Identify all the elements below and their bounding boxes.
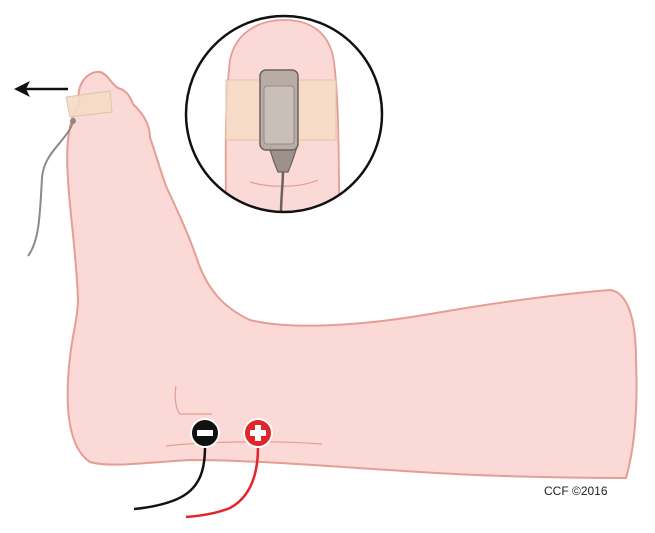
positive-electrode-wire <box>185 446 260 519</box>
toe-inset <box>186 16 382 212</box>
leg-and-foot <box>66 70 638 480</box>
copyright-notice: CCF ©2016 <box>544 484 608 498</box>
toe-sensor-cable <box>27 117 75 257</box>
ankle-crease <box>174 385 212 415</box>
negative-electrode-wire <box>133 446 207 511</box>
negative-electrode-icon <box>190 418 220 448</box>
toe-sensor-icon <box>70 118 76 124</box>
positive-electrode-icon <box>243 418 273 448</box>
sole-crease <box>165 441 323 447</box>
direction-arrow-icon <box>14 81 68 97</box>
toe-inset-border <box>184 14 384 214</box>
toe-tape <box>65 90 113 118</box>
